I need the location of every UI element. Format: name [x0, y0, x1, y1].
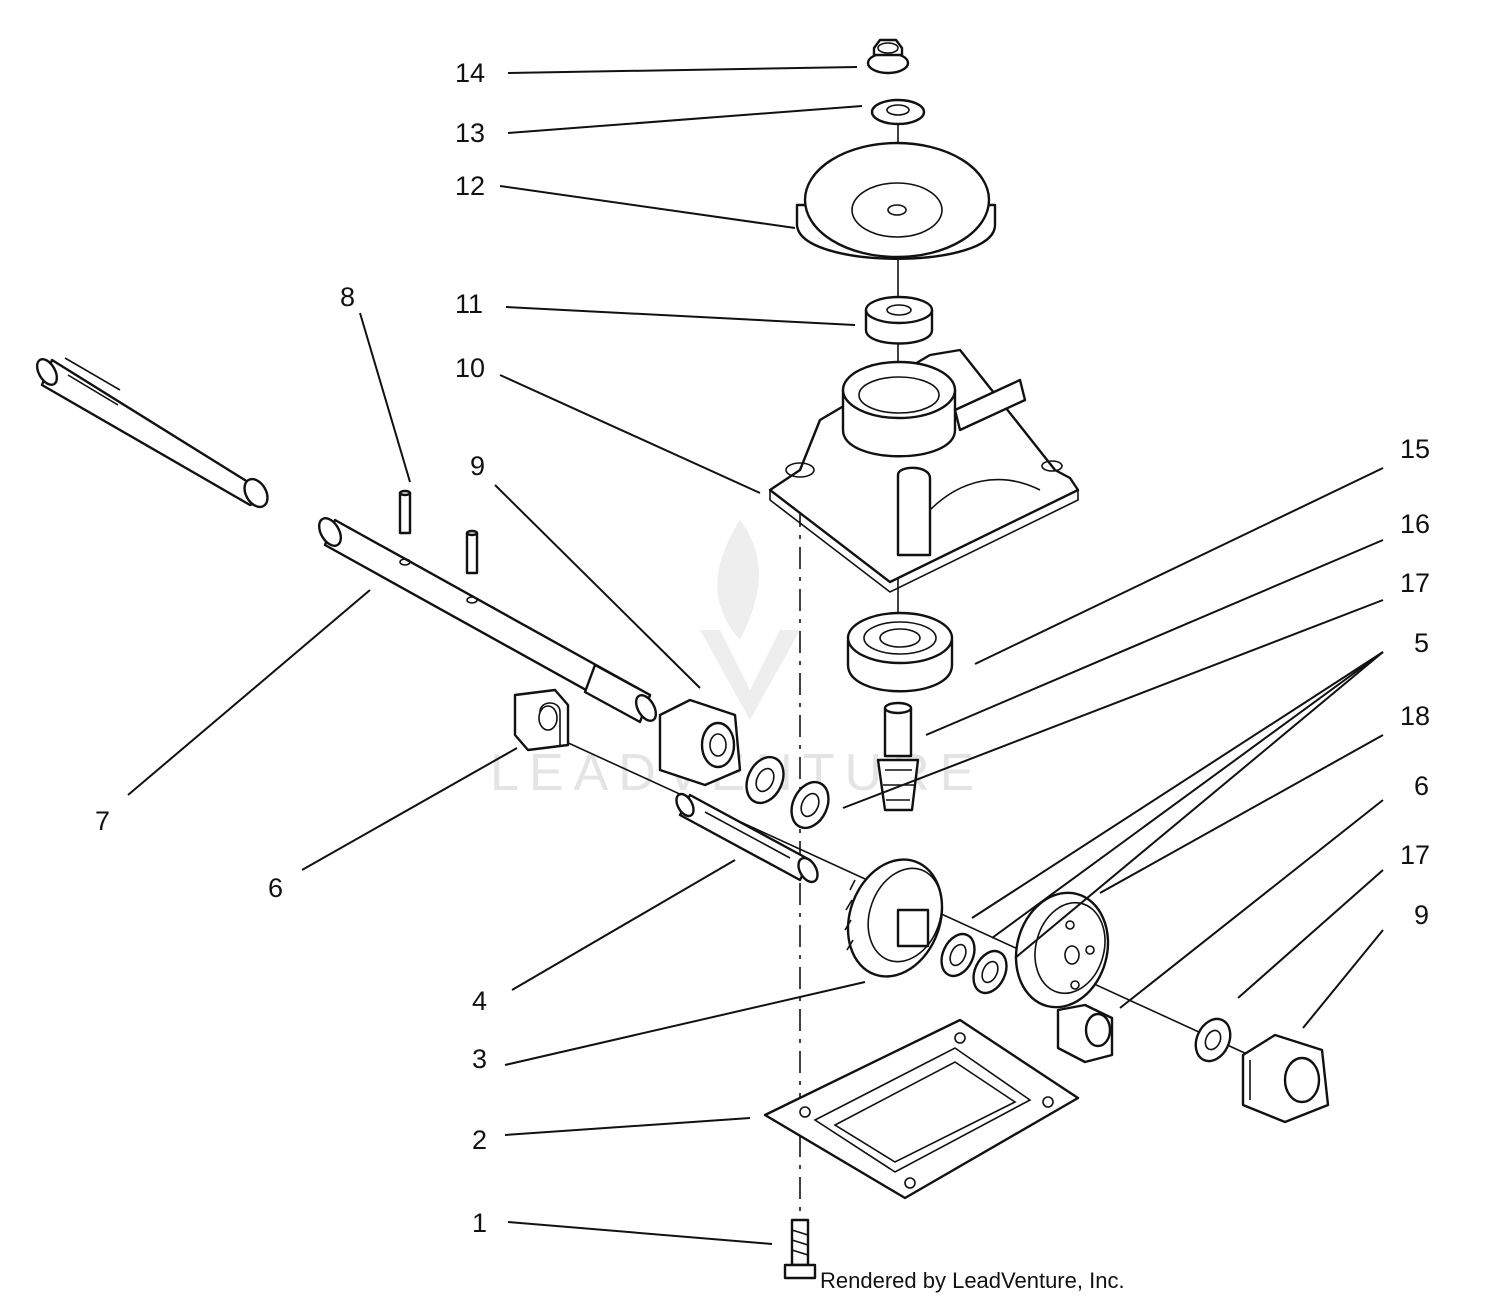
callout-6-right: 6 [1414, 771, 1429, 801]
bearing-block-left-part [513, 688, 570, 752]
render-credit: Rendered by LeadVenture, Inc. [820, 1268, 1125, 1293]
callout-3: 3 [472, 1044, 487, 1074]
leader-lines [127, 66, 1384, 1245]
washers-left-part [745, 755, 830, 830]
callout-11: 11 [455, 289, 483, 319]
bushing-left-part [658, 698, 742, 787]
cover-plate-part [763, 1018, 1080, 1200]
callout-2: 2 [472, 1125, 487, 1155]
pulley-part [795, 141, 997, 260]
spacer-part [864, 295, 934, 345]
callout-9-left: 9 [470, 451, 485, 481]
callout-4: 4 [472, 986, 487, 1016]
callout-13: 13 [455, 118, 485, 148]
callout-6-left: 6 [268, 873, 283, 903]
pinion-shaft-part [675, 792, 819, 884]
callout-15: 15 [1400, 434, 1430, 464]
callout-18: 18 [1400, 701, 1430, 731]
callout-10: 10 [455, 353, 485, 383]
washer-top-part [870, 98, 926, 126]
callout-7: 7 [95, 806, 110, 836]
ball-bearing-part [846, 611, 954, 693]
bearing-block-right-part [1056, 1003, 1114, 1064]
axle-part [317, 517, 658, 724]
bevel-gear-part [844, 858, 944, 978]
bushing-right-part [1241, 1033, 1330, 1124]
callout-12: 12 [455, 171, 485, 201]
callout-5: 5 [1414, 628, 1429, 658]
callout-17-upper: 17 [1400, 568, 1430, 598]
thin-washers-part [940, 932, 1008, 995]
callout-17-lower: 17 [1400, 840, 1430, 870]
gearbox-housing-part [768, 348, 1080, 593]
washer-right-part [1194, 1017, 1232, 1063]
drive-shaft-part [35, 357, 269, 509]
callout-8: 8 [340, 282, 355, 312]
callout-14: 14 [455, 58, 485, 88]
spur-gear-part [1014, 891, 1110, 1009]
callout-9-right: 9 [1414, 900, 1429, 930]
callout-1: 1 [472, 1208, 487, 1238]
flange-nut-part [866, 38, 910, 75]
bolt-part [783, 1218, 817, 1280]
roll-pins-part [398, 489, 479, 604]
input-pinion-part [876, 701, 920, 812]
callout-16: 16 [1400, 509, 1430, 539]
